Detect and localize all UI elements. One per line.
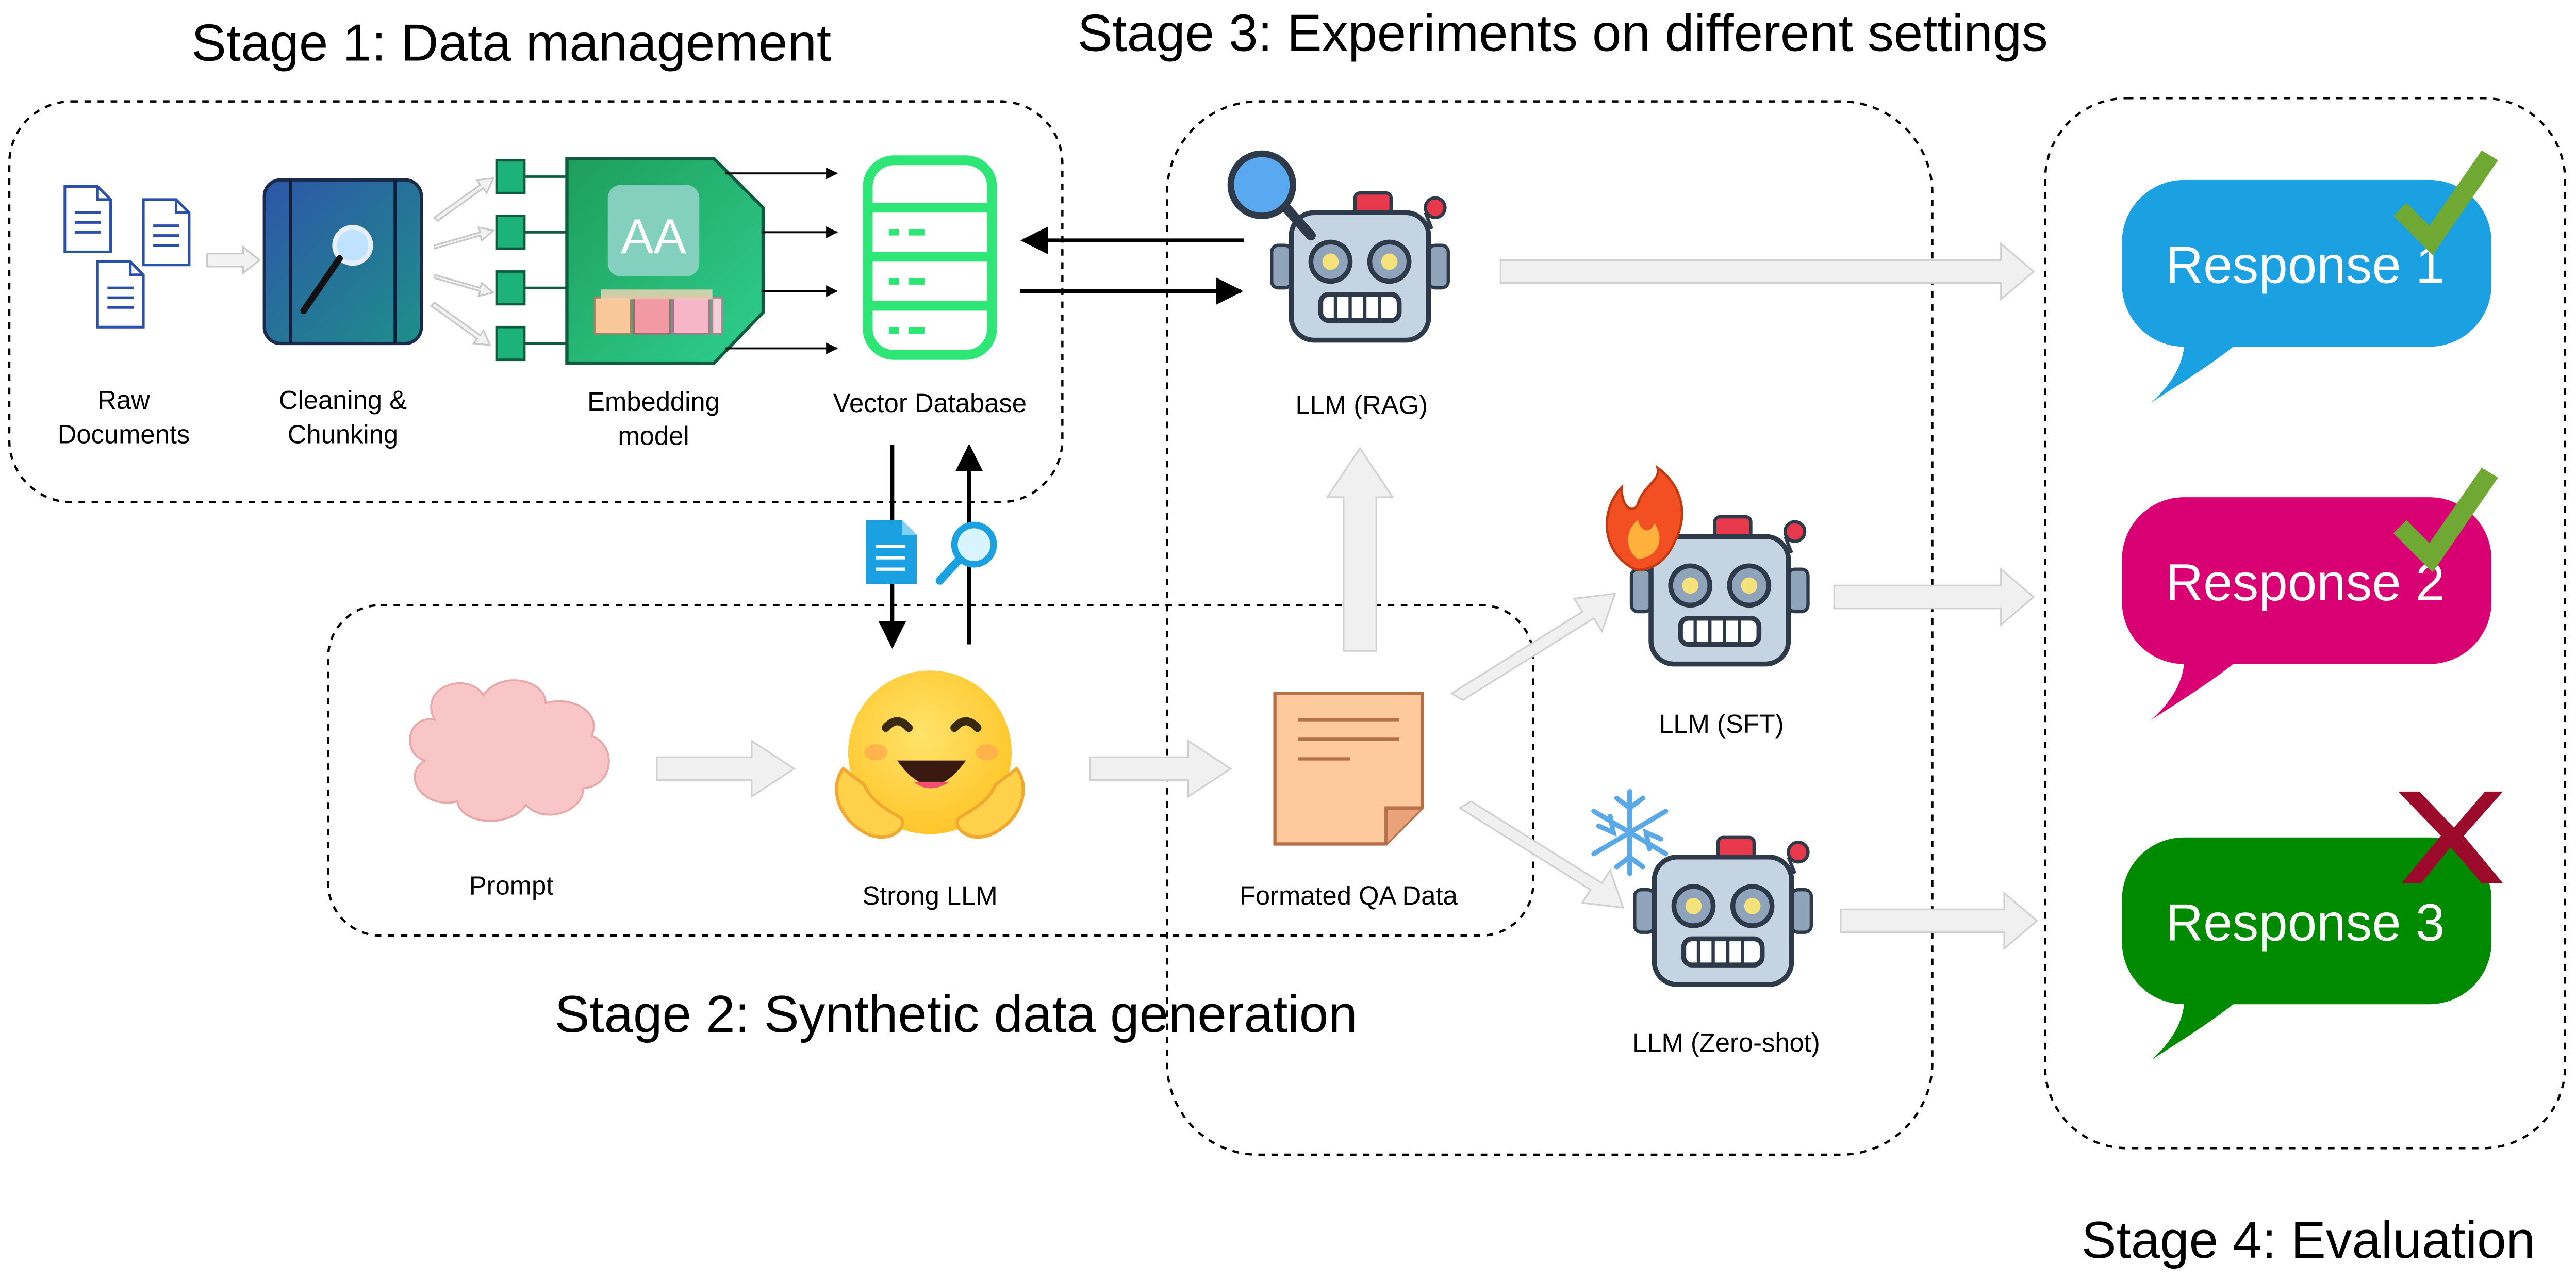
cleaning-label-line1: Cleaning &	[279, 385, 407, 415]
robot-zero-shot	[1591, 789, 1811, 985]
retrieved-document-icon	[866, 520, 917, 584]
qa-data-label: Formated QA Data	[1240, 881, 1458, 910]
stage4-title: Stage 4: Evaluation	[2082, 1210, 2535, 1269]
check-icon	[2393, 150, 2498, 255]
stage3-title: Stage 3: Experiments on different settin…	[1078, 3, 2048, 62]
arrow-qa-to-rag	[1326, 447, 1394, 652]
cleaning-book-icon	[262, 178, 423, 346]
arrow-rag-to-response1	[1499, 242, 2035, 301]
raw-documents-label-line2: Documents	[58, 419, 190, 449]
embedding-label-line1: Embedding	[587, 387, 720, 416]
arrow-qa-to-zeroshot	[1458, 800, 1625, 909]
arrow-qa-to-sft	[1450, 593, 1616, 701]
stage1-box	[8, 100, 1064, 503]
prompt-cloud-icon	[409, 679, 610, 822]
qa-data-note-icon	[1273, 692, 1424, 846]
strong-llm-label: Strong LLM	[862, 881, 997, 910]
stage3-box	[1166, 100, 1934, 1156]
stage4-box	[2044, 97, 2567, 1150]
arrow-docs-to-cleaning	[206, 245, 261, 275]
robot-sft	[1606, 465, 1808, 664]
response-1-bubble: Response 1	[2122, 179, 2492, 403]
embedding-label-line2: model	[618, 421, 689, 451]
document-icon	[65, 187, 189, 327]
responses-group: Response 1 Response 2 Response 3	[2122, 150, 2503, 1060]
prompt-label: Prompt	[469, 871, 554, 900]
vector-database-label: Vector Database	[833, 388, 1027, 418]
embedding-model-icon: AA	[565, 157, 765, 365]
zero-shot-model-label: LLM (Zero-shot)	[1632, 1028, 1820, 1057]
fire-icon	[1606, 465, 1683, 571]
raw-documents-label-line1: Raw	[97, 385, 150, 415]
stage2-box	[327, 604, 1534, 937]
vector-database-icon	[863, 155, 997, 360]
arrow-sft-to-response2	[1833, 567, 2035, 627]
cleaning-label-line2: Chunking	[288, 419, 398, 449]
snowflake-icon	[1591, 789, 1669, 876]
robot-rag	[1227, 150, 1448, 340]
rag-model-label: LLM (RAG)	[1295, 390, 1428, 419]
arrow-llm-to-qa	[1089, 739, 1232, 798]
response-3-label: Response 3	[2166, 893, 2445, 952]
embedding-vector-blocks	[593, 289, 723, 335]
response-2-bubble: Response 2	[2122, 497, 2492, 720]
stage1-title: Stage 1: Data management	[191, 13, 831, 72]
response-2-label: Response 2	[2166, 553, 2445, 612]
hugging-face-icon	[835, 670, 1025, 839]
arrow-zeroshot-to-response3	[1840, 891, 2038, 950]
search-icon	[935, 521, 997, 585]
response-3-bubble: Response 3	[2122, 837, 2492, 1060]
chunk-tokens	[495, 159, 567, 362]
robot-icon	[1634, 838, 1811, 985]
check-icon	[2393, 468, 2498, 572]
embedding-logo-text: AA	[621, 210, 686, 265]
sft-model-label: LLM (SFT)	[1659, 709, 1784, 739]
embedding-output-arrows	[725, 167, 838, 354]
magnifier-icon	[1227, 150, 1316, 241]
magnifier-icon	[300, 225, 373, 314]
chunk-fanout-arrows	[430, 177, 496, 347]
arrow-prompt-to-llm	[656, 739, 796, 798]
cross-icon	[2398, 791, 2503, 883]
stage2-title: Stage 2: Synthetic data generation	[555, 985, 1358, 1043]
response-1-label: Response 1	[2166, 236, 2445, 294]
